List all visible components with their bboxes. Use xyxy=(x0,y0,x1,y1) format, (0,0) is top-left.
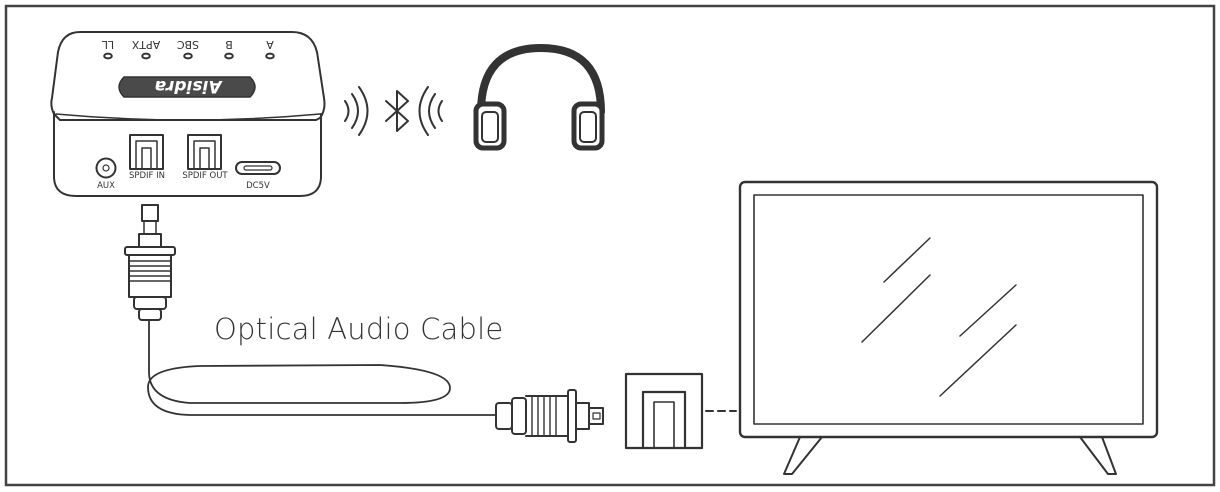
dc-port-label: DC5V xyxy=(246,181,270,191)
aux-port-icon xyxy=(95,157,117,179)
diagram-frame xyxy=(4,4,1216,487)
signal-wave-left-icon xyxy=(344,86,369,136)
led-sbc-indicator xyxy=(183,52,193,60)
led-label-b: B xyxy=(225,38,233,51)
led-aptx-indicator xyxy=(141,52,151,60)
spdif-in-port-label: SPDIF IN xyxy=(129,171,165,181)
cable-label: Optical Audio Cable xyxy=(214,312,503,346)
optical-port-icon xyxy=(624,372,704,450)
led-label-sbc: SBC xyxy=(177,38,199,51)
audio-transmitter-device xyxy=(50,31,326,197)
led-label-ll: LL xyxy=(101,38,114,51)
led-label-a: A xyxy=(266,38,274,51)
dc-usb-port-icon xyxy=(235,161,281,175)
bluetooth-icon xyxy=(385,90,409,132)
spdif-out-port-label: SPDIF OUT xyxy=(182,171,228,181)
led-b-indicator xyxy=(224,52,234,60)
led-a-indicator xyxy=(265,52,275,60)
headphones-icon xyxy=(473,44,605,151)
spdif-out-port-icon xyxy=(187,134,222,170)
led-label-aptx: APTX xyxy=(131,38,160,51)
tv-icon xyxy=(738,180,1159,475)
led-ll-indicator xyxy=(103,52,113,60)
optical-plug-horizontal-icon xyxy=(495,389,604,443)
optical-plug-vertical-icon xyxy=(124,204,176,321)
spdif-in-port-icon xyxy=(129,134,164,170)
brand-badge: Aisidra xyxy=(118,76,256,98)
brand-logo-text: Aisidra xyxy=(155,76,224,96)
signal-wave-right-icon xyxy=(418,86,443,136)
optical-cable xyxy=(147,319,497,416)
aux-port-label: AUX xyxy=(97,181,115,191)
